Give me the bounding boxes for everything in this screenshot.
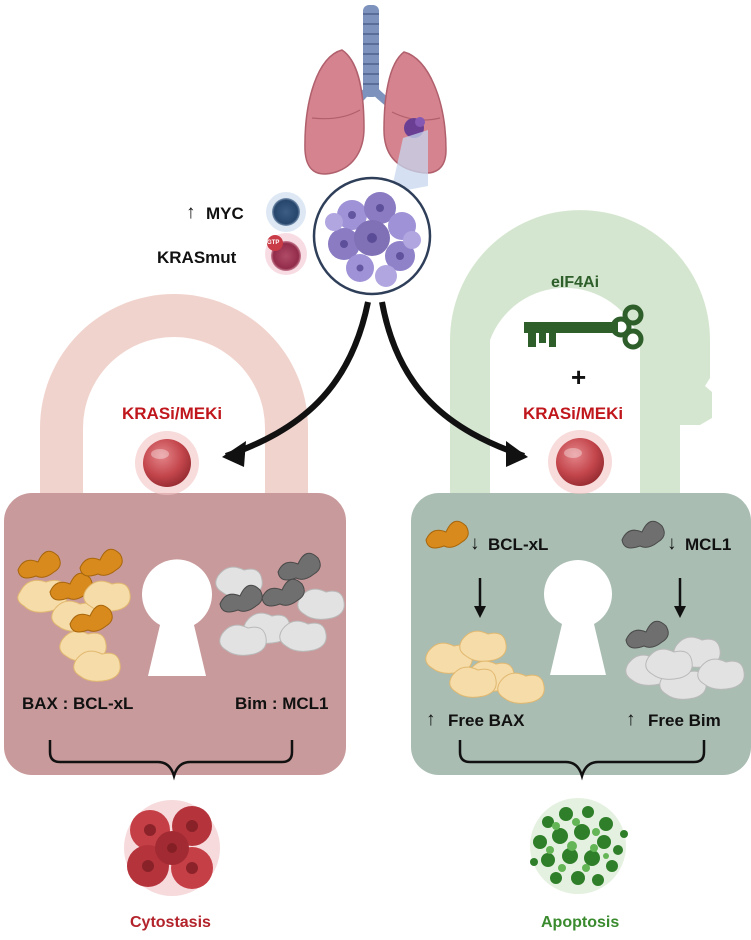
apoptosis-cells-icon [530, 798, 628, 894]
myc-up-arrow: ↑ [186, 202, 196, 223]
bclxl-down-arrow [474, 578, 486, 618]
right-keyhole [544, 560, 612, 675]
apoptosis-label: Apoptosis [541, 914, 620, 931]
right-drug-sphere-icon [548, 430, 612, 494]
left-keyhole [142, 559, 213, 676]
left-lock-shackle [40, 294, 308, 495]
kras-label: KRASmut [157, 248, 237, 267]
bclxl-label: BCL-xL [488, 535, 549, 554]
bax-bclxl-label: BAX : BCL-xL [22, 694, 134, 713]
left-bim-mcl1-complexes [215, 552, 345, 656]
free-bax-up-indicator: ↑ [426, 709, 436, 730]
arrow-head-left [222, 441, 246, 467]
free-bim-cluster [625, 620, 745, 700]
mcl1-label: MCL1 [685, 535, 732, 554]
cytostasis-label: Cytostasis [130, 914, 211, 931]
bclxl-down-indicator: ↓ [470, 533, 480, 554]
left-drug-sphere-icon [135, 431, 199, 495]
key-icon [524, 304, 644, 350]
right-drug-label: KRASi/MEKi [523, 404, 624, 423]
arrow-to-left-lock [225, 301, 371, 459]
mcl1-down-indicator: ↓ [667, 533, 677, 554]
arrow-to-right-lock [379, 301, 525, 459]
cytostasis-cells-icon [124, 800, 220, 896]
free-bim-up-indicator: ↑ [626, 709, 636, 730]
free-bax-label: Free BAX [448, 711, 525, 730]
myc-label: MYC [206, 204, 244, 223]
free-bax-cluster [425, 630, 545, 704]
myc-protein-icon [266, 192, 306, 232]
bim-mcl1-label: Bim : MCL1 [235, 694, 329, 713]
left-drug-label: KRASi/MEKi [122, 404, 223, 423]
bclxl-protein-icon [425, 520, 469, 549]
gtp-badge-icon [267, 235, 283, 251]
key-label: eIF4Ai [551, 274, 600, 291]
plus-sign: + [571, 362, 587, 392]
arrow-head-right [506, 441, 528, 467]
gtp-label: GTP [267, 240, 280, 246]
tumor-cell-cluster [312, 176, 432, 296]
mcl1-down-arrow [674, 578, 686, 618]
right-brace [458, 740, 706, 781]
left-brace [48, 740, 294, 781]
left-bax-bclxl-complexes [17, 548, 131, 682]
mcl1-protein-icon [621, 520, 665, 549]
right-lock-shackle [450, 210, 712, 495]
free-bim-label: Free Bim [648, 711, 721, 730]
lungs-illustration [304, 5, 447, 215]
kras-protein-icon [265, 233, 307, 275]
